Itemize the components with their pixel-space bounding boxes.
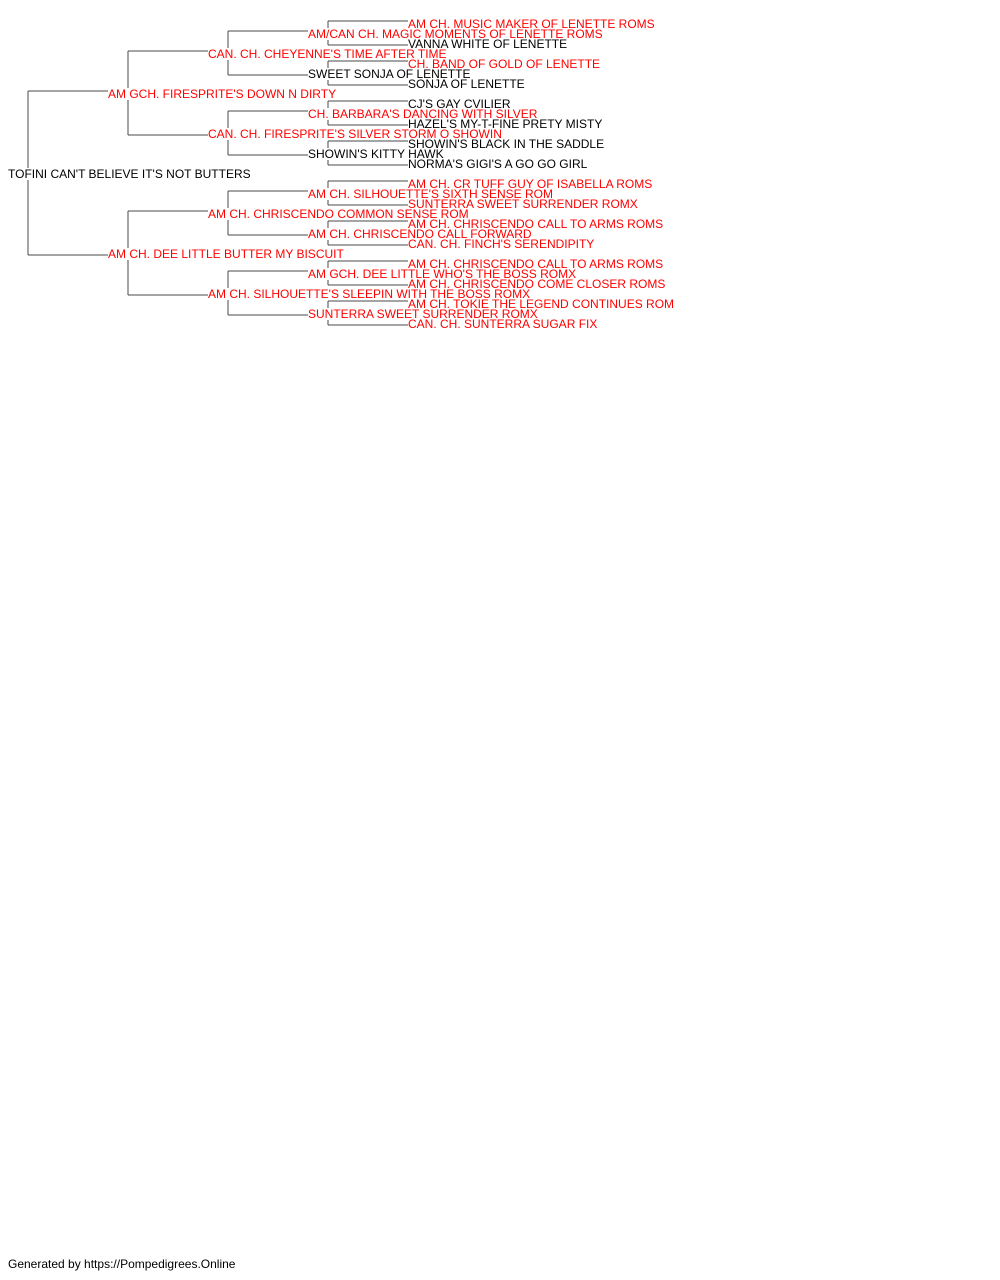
ancestor-name-gen4[interactable]: SONJA OF LENETTE [408,77,525,91]
ancestor-name-gen1[interactable]: AM GCH. FIRESPRITE'S DOWN N DIRTY [108,87,336,101]
ancestor-name-gen4[interactable]: CAN. CH. FINCH'S SERENDIPITY [408,237,594,251]
ancestor-name-gen4[interactable]: HAZEL'S MY-T-FINE PRETY MISTY [408,117,602,131]
ancestor-name-gen3[interactable]: AM CH. SILHOUETTE'S SIXTH SENSE ROM [308,187,553,201]
ancestor-name-gen4[interactable]: AM CH. CR TUFF GUY OF ISABELLA ROMS [408,177,652,191]
ancestor-name-gen4[interactable]: AM CH. CHRISCENDO COME CLOSER ROMS [408,277,665,291]
ancestor-name-gen4[interactable]: AM CH. CHRISCENDO CALL TO ARMS ROMS [408,257,663,271]
ancestor-name-gen3[interactable]: AM GCH. DEE LITTLE WHO'S THE BOSS ROMX [308,267,576,281]
ancestor-name-gen4[interactable]: SUNTERRA SWEET SURRENDER ROMX [408,197,638,211]
ancestor-name-gen3[interactable]: AM CH. CHRISCENDO CALL FORWARD [308,227,532,241]
ancestor-name-gen3[interactable]: AM/CAN CH. MAGIC MOMENTS OF LENETTE ROMS [308,27,603,41]
ancestor-name-gen4[interactable]: CJ'S GAY CVILIER [408,97,511,111]
ancestor-name-gen2[interactable]: CAN. CH. FIRESPRITE'S SILVER STORM O SHO… [208,127,502,141]
subject-dog-name[interactable]: TOFINI CAN'T BELIEVE IT'S NOT BUTTERS [8,167,251,181]
ancestor-name-gen2[interactable]: CAN. CH. CHEYENNE'S TIME AFTER TIME [208,47,447,61]
ancestor-name-gen2[interactable]: AM CH. CHRISCENDO COMMON SENSE ROM [208,207,469,221]
ancestor-name-gen1[interactable]: AM CH. DEE LITTLE BUTTER MY BISCUIT [108,247,344,261]
ancestor-name-gen3[interactable]: SHOWIN'S KITTY HAWK [308,147,444,161]
ancestor-name-gen4[interactable]: AM CH. CHRISCENDO CALL TO ARMS ROMS [408,217,663,231]
ancestor-name-gen2[interactable]: AM CH. SILHOUETTE'S SLEEPIN WITH THE BOS… [208,287,530,301]
ancestor-name-gen4[interactable]: AM CH. TOKIE THE LEGEND CONTINUES ROM [408,297,674,311]
ancestor-name-gen4[interactable]: NORMA'S GIGI'S A GO GO GIRL [408,157,588,171]
ancestor-name-gen4[interactable]: VANNA WHITE OF LENETTE [408,37,567,51]
ancestor-name-gen3[interactable]: SUNTERRA SWEET SURRENDER ROMX [308,307,538,321]
ancestor-name-gen4[interactable]: CH. BAND OF GOLD OF LENETTE [408,57,600,71]
ancestor-name-gen4[interactable]: CAN. CH. SUNTERRA SUGAR FIX [408,317,597,331]
ancestor-name-gen3[interactable]: SWEET SONJA OF LENETTE [308,67,470,81]
footer-credit: Generated by https://Pompedigrees.Online [8,1257,236,1271]
ancestor-name-gen4[interactable]: SHOWIN'S BLACK IN THE SADDLE [408,137,604,151]
ancestor-name-gen4[interactable]: AM CH. MUSIC MAKER OF LENETTE ROMS [408,17,655,31]
ancestor-name-gen3[interactable]: CH. BARBARA'S DANCING WITH SILVER [308,107,538,121]
